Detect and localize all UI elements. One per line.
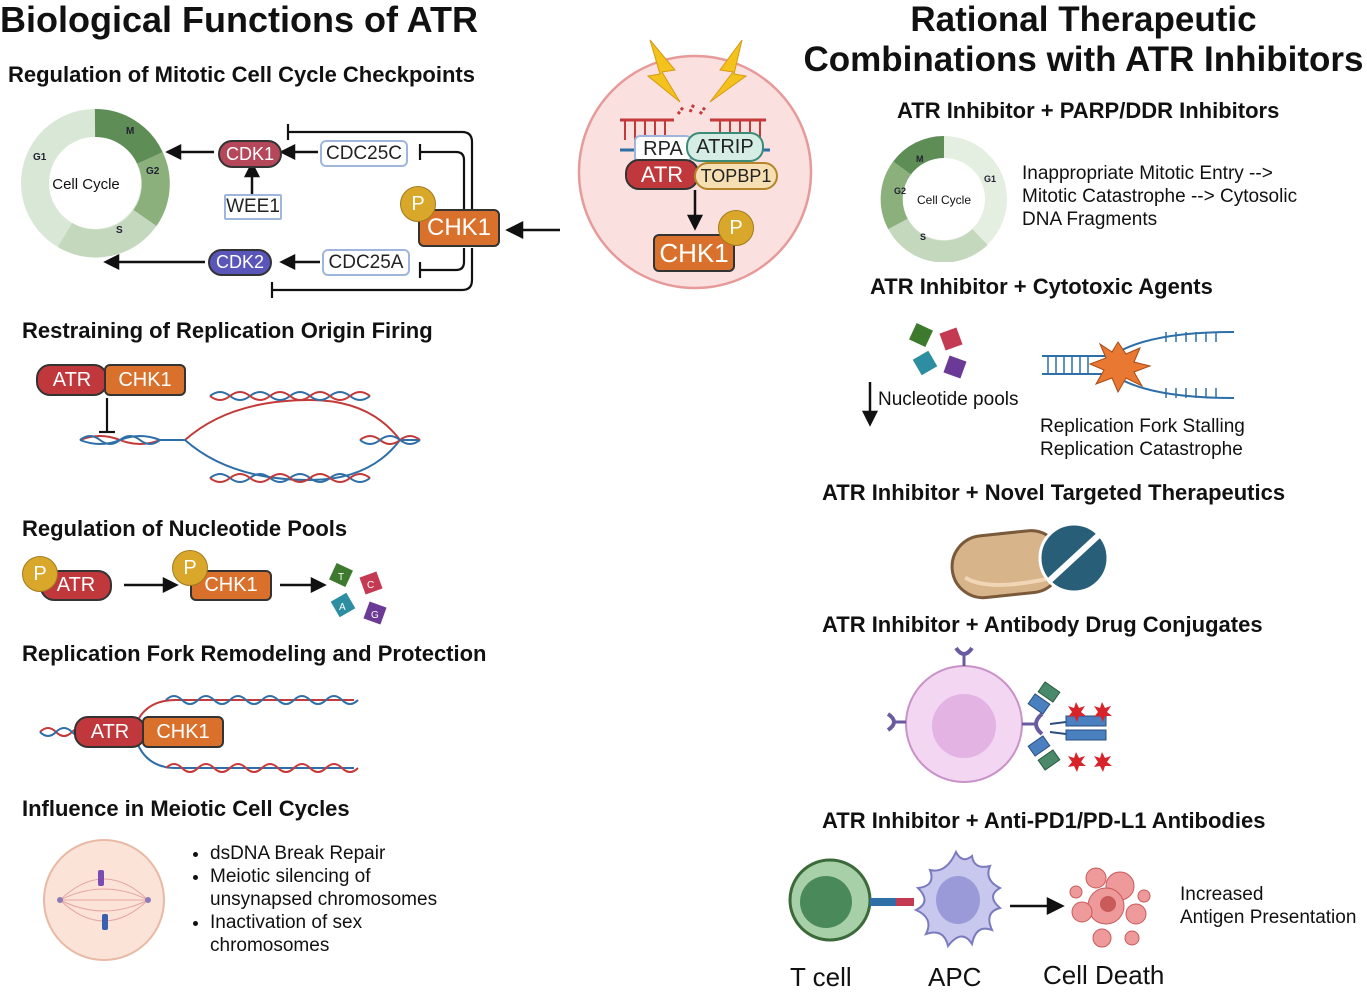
atrip-label: ATRIP (686, 132, 764, 162)
center-chk1-phospho-badge: P (718, 210, 754, 246)
cell-death-label: Cell Death (1043, 960, 1165, 990)
meiotic-cell-icon (43, 839, 165, 961)
meiotic-bullet-3: Inactivation of sex chromosomes (210, 911, 390, 957)
cdk2-label: CDK2 (208, 249, 272, 276)
cycle-center-label: Cell Cycle (52, 176, 120, 193)
parp-desc-2: Mitotic Catastrophe --> Cytosolic (1022, 186, 1298, 207)
adc-diagram (886, 646, 1112, 783)
origin-heading: Restraining of Replication Origin Firing (22, 318, 433, 343)
parp-heading: ATR Inhibitor + PARP/DDR Inhibitors (897, 98, 1280, 123)
origin-atr-label: ATR (36, 364, 108, 396)
cytotoxic-diagram (861, 323, 1235, 427)
cdc25a-label: CDC25A (322, 249, 410, 276)
svg-text:Cell Cycle: Cell Cycle (917, 193, 971, 207)
origin-dna-bubble (79, 391, 421, 483)
svg-text:S: S (920, 232, 926, 242)
apc-cell-icon (913, 849, 1003, 949)
fork-atr-label: ATR (74, 716, 146, 748)
svg-text:C: C (367, 580, 374, 591)
lightning-icon (709, 39, 748, 103)
right-title-line1: Rational Therapeutic (910, 0, 1257, 39)
meiotic-bullet-2: Meiotic silencing of unsynapsed chromoso… (210, 865, 460, 911)
chk1-phospho-badge: P (400, 186, 436, 222)
cdc25c-label: CDC25C (320, 140, 408, 167)
wee1-label: WEE1 (224, 194, 282, 220)
svg-text:G1: G1 (984, 174, 996, 184)
svg-text:T: T (338, 572, 344, 583)
svg-text:M: M (916, 154, 924, 164)
pd1-diagram (788, 849, 1151, 949)
nucleotide-bases-icon: T C A G (329, 563, 387, 625)
pill-tablet-icon (950, 522, 1110, 600)
collision-burst-icon (1088, 341, 1152, 394)
nucleotide-heading: Regulation of Nucleotide Pools (22, 516, 348, 541)
parp-desc-1: Inappropriate Mitotic Entry --> (1022, 163, 1273, 184)
apc-label: APC (928, 962, 982, 992)
phase-g1: G1 (33, 152, 47, 163)
mitotic-heading: Regulation of Mitotic Cell Cycle Checkpo… (8, 62, 475, 87)
svg-text:A: A (339, 602, 346, 613)
nuc-chk1-phospho-badge: P (172, 550, 208, 586)
topbp1-label: TOPBP1 (694, 162, 778, 190)
nucleotide-arrows: T C A G (124, 563, 387, 625)
cytotoxic-heading: ATR Inhibitor + Cytotoxic Agents (870, 274, 1213, 299)
fork-stalling-label: Replication Fork Stalling (1040, 416, 1245, 437)
adc-heading: ATR Inhibitor + Antibody Drug Conjugates (822, 612, 1263, 637)
fork-catastrophe-label: Replication Catastrophe (1040, 439, 1243, 460)
cdk1-label: CDK1 (218, 140, 282, 168)
phase-m: M (126, 126, 134, 137)
phase-g2: G2 (146, 166, 160, 177)
left-title: Biological Functions of ATR (0, 0, 478, 40)
center-atr-label: ATR (625, 159, 699, 190)
antibody-drug-conjugate-icon (1027, 681, 1112, 772)
svg-text:G2: G2 (894, 186, 906, 196)
rpa-label: RPA (634, 135, 692, 163)
result-line2: Antigen Presentation (1180, 907, 1357, 928)
fork-heading: Replication Fork Remodeling and Protecti… (22, 641, 487, 666)
center-chk1-label: CHK1 (653, 234, 735, 272)
mitotic-diagram: M G2 S G1 Cell Cycle (21, 108, 560, 298)
meiotic-heading: Influence in Meiotic Cell Cycles (22, 796, 350, 821)
cell-death-icon (1069, 867, 1151, 948)
svg-text:G: G (371, 610, 379, 621)
right-title-line2: Combinations with ATR Inhibitors (803, 40, 1364, 79)
meiotic-bullets: dsDNA Break Repair Meiotic silencing of … (186, 842, 460, 957)
lightning-icon (646, 39, 681, 103)
result-line1: Increased (1180, 884, 1264, 905)
phase-s: S (116, 225, 123, 236)
parp-cell-cycle-ring: M G2 S G1 Cell Cycle (880, 135, 1007, 262)
novel-heading: ATR Inhibitor + Novel Targeted Therapeut… (822, 480, 1286, 505)
parp-desc-3: DNA Fragments (1022, 209, 1158, 230)
cell-cycle-ring (21, 108, 170, 258)
fork-chk1-label: CHK1 (142, 716, 224, 748)
origin-chk1-label: CHK1 (104, 364, 186, 396)
pd1-heading: ATR Inhibitor + Anti-PD1/PD-L1 Antibodie… (822, 808, 1266, 833)
tcell-label: T cell (790, 962, 852, 992)
meiotic-bullet-1: dsDNA Break Repair (210, 842, 460, 865)
nucleotide-pools-label: Nucleotide pools (878, 389, 1019, 410)
nuc-atr-phospho-badge: P (22, 556, 58, 592)
nucleotide-bases-icon (909, 323, 967, 379)
